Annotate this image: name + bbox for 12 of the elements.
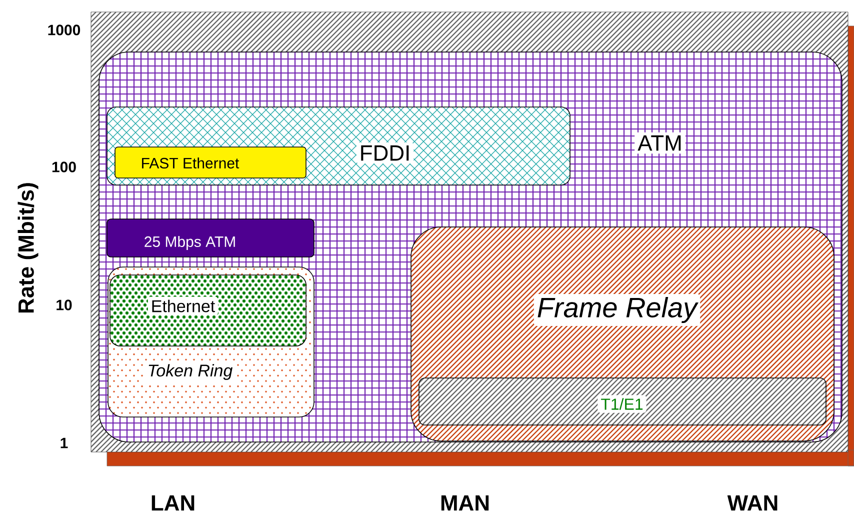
fast-ethernet-box: FAST Ethernet bbox=[114, 146, 306, 178]
tick-label: 100 bbox=[52, 162, 76, 172]
axis-title: Rate (Mbit/s) bbox=[18, 183, 38, 313]
category-label: WAN bbox=[727, 495, 778, 511]
tick-label: 1000 bbox=[48, 24, 80, 36]
atm-box: 25 Mbps ATM bbox=[106, 218, 314, 258]
tick-label: 10 bbox=[56, 300, 72, 310]
tick-label: 1 bbox=[60, 438, 68, 448]
category-label: LAN bbox=[152, 495, 194, 511]
t1-e1-box: T1/E1 bbox=[418, 378, 826, 426]
category-label: MAN bbox=[441, 495, 489, 511]
ethernet-region: Ethernet bbox=[110, 274, 306, 346]
